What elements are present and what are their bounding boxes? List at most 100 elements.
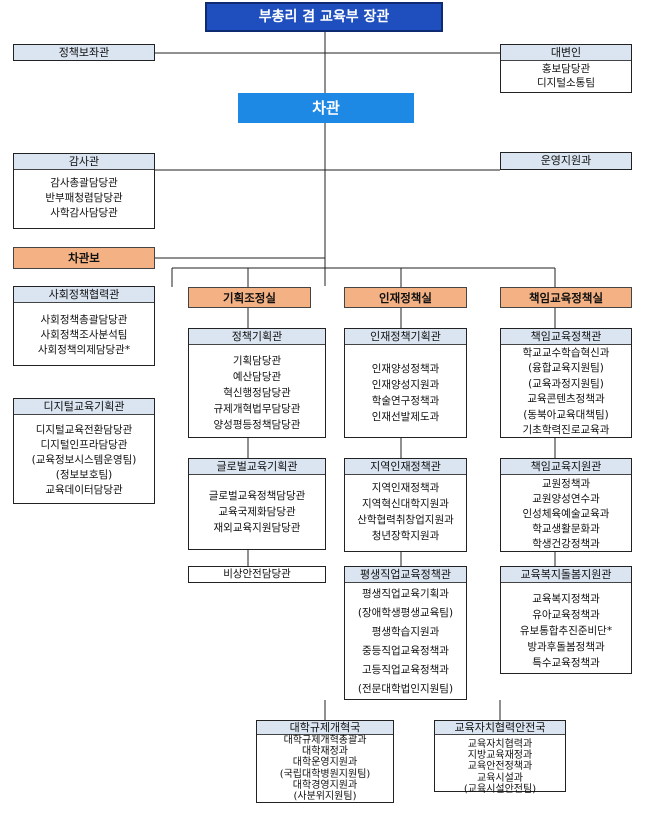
list-item: 사회정책총괄담당관	[40, 314, 128, 326]
minister-title: 부총리 겸 교육부 장관	[258, 9, 390, 25]
regional-talent-box: 지역인재정책관 지역인재정책과 지역혁신대학지원과 산학협력취창업지원과 청년장…	[344, 458, 467, 552]
policy-plan-box: 정책기획관 기획담당관 예산담당관 혁신행정담당관 규제개혁법무담당관 양성평등…	[188, 328, 326, 438]
list-item: (정보보호팀)	[55, 469, 113, 481]
list-item: 기획담당관	[232, 355, 282, 367]
list-item: 기초학력진로교육과	[522, 424, 610, 437]
list-item: 교육국제화담당관	[218, 506, 296, 518]
list-item: 디지털인프라담당관	[40, 439, 128, 451]
list-item: 감사총괄담당관	[50, 177, 118, 189]
list-item: (융합교육지원팀)	[528, 362, 604, 375]
list-item: 평생직업교육기획과	[362, 588, 449, 600]
list-item: (교육과정지원팀)	[528, 377, 604, 390]
list-item: 대학운영지원과	[292, 757, 358, 769]
list-item: 사학감사담당관	[50, 207, 118, 219]
resp-support-title: 책임교육지원관	[501, 459, 631, 475]
list-item: (동북아교육대책팀)	[523, 408, 609, 421]
list-item: 학술연구정책과	[371, 395, 440, 407]
emergency-title: 비상안전담당관	[223, 568, 291, 580]
list-item: 교원정책과	[541, 478, 591, 490]
talent-plan-title: 인재정책기획관	[345, 329, 466, 345]
list-item: 혁신행정담당관	[223, 387, 291, 399]
resp-policy-title: 책임교육정책관	[501, 329, 631, 345]
list-item: 사회정책의제담당관*	[37, 344, 131, 356]
list-item: 고등직업교육정책과	[362, 664, 449, 676]
list-item: 글로벌교육정책담당관	[208, 490, 306, 502]
list-item: 인재양성지원과	[371, 379, 440, 391]
list-item: 인재양성정책과	[371, 363, 440, 375]
digital-edu-title: 디지털교육기획관	[14, 399, 154, 415]
global-edu-title: 글로벌교육기획관	[189, 459, 325, 475]
autonomy-bureau-title: 교육자치협력안전국	[435, 721, 565, 735]
resp-policy-box: 책임교육정책관 학교교수학습혁신과 (융합교육지원팀) (교육과정지원팀) 교육…	[500, 328, 632, 438]
list-item: 교원양성연수과	[532, 493, 600, 505]
list-item: 학교교수학습혁신과	[522, 347, 610, 359]
list-item: 반부패청렴담당관	[45, 192, 123, 204]
list-item: 예산담당관	[232, 371, 282, 383]
list-item: 인재선발제도과	[371, 411, 440, 423]
list-item: 학교생활문화과	[532, 523, 600, 535]
talent-office-box: 인재정책실	[344, 287, 467, 308]
list-item: 특수교육정책과	[532, 657, 600, 669]
deputy-aide-title: 차관보	[68, 251, 100, 265]
list-item: (교육시설안전팀)	[463, 783, 537, 795]
list-item: 재외교육지원담당관	[213, 522, 301, 534]
list-item: 지역혁신대학지원과	[362, 498, 449, 510]
spokesperson-title: 대변인	[501, 45, 631, 61]
global-edu-box: 글로벌교육기획관 글로벌교육정책담당관 교육국제화담당관 재외교육지원담당관	[188, 458, 326, 550]
list-item: 디지털교육전환담당관	[35, 424, 133, 436]
list-item: (교육정보시스템운영팀)	[31, 454, 137, 466]
list-item: 인성체육예술교육과	[522, 508, 610, 520]
list-item: 사회정책조사분석팀	[40, 329, 128, 341]
support-title: 운영지원과	[540, 154, 592, 167]
talent-plan-box: 인재정책기획관 인재양성정책과 인재양성지원과 학술연구정책과 인재선발제도과	[344, 328, 467, 438]
list-item: (사분위지원팀)	[293, 791, 357, 803]
list-item: 지방교육재정과	[467, 750, 533, 762]
regional-talent-title: 지역인재정책관	[345, 459, 466, 475]
deputy-aide-box: 차관보	[13, 247, 155, 269]
minister-box: 부총리 겸 교육부 장관	[205, 2, 443, 32]
planning-office-box: 기획조정실	[188, 287, 311, 308]
autonomy-bureau-box: 교육자치협력안전국 교육자치협력과 지방교육재정과 교육안전정책과 교육시설과 …	[434, 720, 566, 795]
social-policy-box: 사회정책협력관 사회정책총괄담당관 사회정책조사분석팀 사회정책의제담당관*	[13, 286, 155, 366]
list-item: 디지털소통팀	[537, 77, 595, 89]
responsibility-office-title: 책임교육정책실	[528, 291, 604, 305]
list-item: 중등직업교육정책과	[362, 645, 449, 657]
list-item: 방과후돌봄정책과	[527, 641, 605, 653]
list-item: 청년장학지원과	[371, 530, 440, 542]
policy-aide-box: 정책보좌관	[13, 44, 155, 61]
list-item: 유아교육정책과	[532, 609, 600, 621]
univ-bureau-title: 대학규제개혁국	[257, 721, 393, 735]
list-item: 교육복지정책과	[532, 593, 600, 605]
list-item: 학생건강정책과	[532, 538, 600, 550]
lifelong-edu-box: 평생직업교육정책관 평생직업교육기획과 (장애학생평생교육팀) 평생학습지원과 …	[344, 566, 467, 700]
support-box: 운영지원과	[500, 152, 632, 170]
resp-support-box: 책임교육지원관 교원정책과 교원양성연수과 인성체육예술교육과 학교생활문화과 …	[500, 458, 632, 552]
list-item: (장애학생평생교육팀)	[357, 607, 454, 619]
social-policy-title: 사회정책협력관	[14, 287, 154, 303]
list-item: 교육시설과	[477, 772, 523, 784]
univ-bureau-box: 대학규제개혁국 대학규제개혁총괄과 대학재정과 대학운영지원과 (국립대학병원지…	[256, 720, 394, 803]
list-item: 교육자치협력과	[467, 739, 533, 750]
lifelong-edu-title: 평생직업교육정책관	[345, 567, 466, 583]
list-item: 대학재정과	[302, 746, 348, 758]
vice-minister-box: 차관	[238, 93, 414, 123]
planning-office-title: 기획조정실	[223, 291, 276, 305]
list-item: 대학규제개혁총괄과	[283, 735, 367, 746]
list-item: 평생학습지원과	[371, 626, 440, 638]
welfare-box: 교육복지돌봄지원관 교육복지정책과 유아교육정책과 유보통합추진준비단* 방과후…	[500, 566, 632, 674]
audit-box: 감사관 감사총괄담당관 반부패청렴담당관 사학감사담당관	[13, 153, 155, 229]
list-item: 지역인재정책과	[371, 482, 440, 494]
talent-office-title: 인재정책실	[379, 291, 432, 305]
list-item: 유보통합추진준비단*	[519, 625, 613, 637]
list-item: 교육데이터담당관	[45, 484, 123, 496]
list-item: (전문대학법인지원팀)	[357, 683, 454, 695]
list-item: 교육안전정책과	[467, 761, 533, 773]
list-item: 양성평등정책담당관	[213, 419, 301, 431]
emergency-box: 비상안전담당관	[188, 566, 326, 583]
list-item: 규제개혁법무담당관	[213, 403, 301, 415]
spokesperson-box: 대변인 홍보담당관 디지털소통팀	[500, 44, 632, 93]
policy-aide-title: 정책보좌관	[58, 46, 110, 59]
list-item: 교육콘텐츠정책과	[527, 393, 605, 406]
responsibility-office-box: 책임교육정책실	[500, 287, 632, 308]
